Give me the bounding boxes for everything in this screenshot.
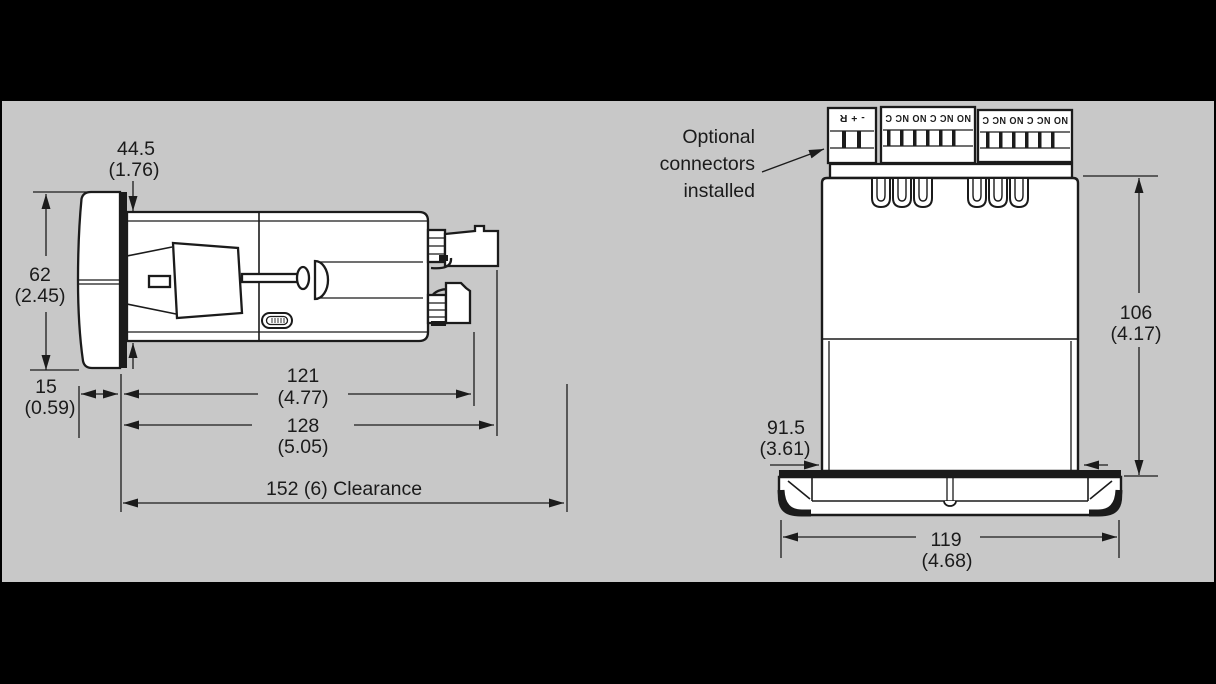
clamp-screw-head	[295, 265, 311, 291]
terminal-block-relay-2: NO NC C NO NC C	[976, 108, 1074, 164]
front-bezel	[76, 190, 122, 370]
dim-106-in: (4.17)	[1111, 323, 1162, 345]
side-extension-lines	[30, 191, 568, 512]
dim-91-5-mm: 91.5	[767, 417, 805, 439]
dim-case-width: 91.5 (3.61)	[760, 417, 1108, 470]
dim-clearance-label: 152 (6) Clearance	[266, 478, 422, 500]
mounting-clamp	[126, 241, 311, 320]
bezel-flange	[777, 470, 1123, 517]
rear-extension-lines	[780, 175, 1158, 558]
terminal-block-relay-1: NO NC C NO NC C	[879, 105, 977, 165]
dim-91-5-in: (3.61)	[760, 438, 811, 460]
terminal-block-relay-1-labels: NO NC C NO NC C	[885, 112, 971, 124]
dim-121-mm: 121	[287, 365, 320, 387]
dim-128-mm: 128	[287, 415, 320, 437]
dim-121-in: (4.77)	[278, 387, 329, 409]
dim-62-mm: 62	[29, 264, 51, 286]
dim-bezel-protrusion: 15 (0.59)	[25, 376, 118, 419]
terminal-block-power: - + R	[826, 106, 878, 165]
note-line-2: connectors	[660, 153, 756, 175]
dim-bezel-height: 62 (2.45)	[15, 194, 66, 370]
dim-flange-width: 119 (4.68)	[783, 529, 1117, 572]
terminal-block-power-labels: - + R	[839, 112, 865, 124]
clamp-screw-shaft	[240, 272, 302, 284]
dim-panel-depth: 44.5 (1.76)	[109, 138, 160, 369]
dim-15-mm: 15	[35, 376, 57, 398]
panel-clips	[871, 179, 1029, 209]
dim-106-mm: 106	[1120, 302, 1153, 324]
rear-connector-upper	[426, 224, 500, 270]
note-line-1: Optional	[682, 126, 755, 148]
terminal-block-relay-2-labels: NO NC C NO NC C	[982, 114, 1068, 126]
dim-128-in: (5.05)	[278, 436, 329, 458]
dim-44-5-in: (1.76)	[109, 159, 160, 181]
dim-62-in: (2.45)	[15, 285, 66, 307]
dim-case-depth: 121 (4.77)	[124, 365, 471, 409]
dim-clearance: 152 (6) Clearance	[123, 478, 564, 508]
mounting-panel	[120, 192, 127, 368]
rear-view: - + R NO NC C NO NC C NO NC C NO NC C	[660, 105, 1162, 572]
dim-case-height: 106 (4.17)	[1111, 178, 1162, 475]
rear-case-body	[820, 176, 1080, 473]
dim-total-depth: 128 (5.05)	[124, 415, 494, 458]
dim-119-in: (4.68)	[922, 550, 973, 572]
note-line-3: installed	[683, 180, 755, 202]
note-leader-arrow	[761, 148, 825, 173]
usb-port	[261, 312, 293, 329]
dim-15-in: (0.59)	[25, 397, 76, 419]
dim-119-mm: 119	[930, 529, 961, 551]
connector-rail	[828, 162, 1074, 180]
side-view: 62 (2.45) 44.5 (1.76) 15 (0.59) 121 (4.7…	[15, 138, 568, 512]
rear-connector-lower	[426, 281, 472, 326]
screw-retainer	[313, 259, 330, 301]
dim-44-5-mm: 44.5	[117, 138, 155, 160]
optional-connectors-note: Optional connectors installed	[660, 126, 825, 202]
